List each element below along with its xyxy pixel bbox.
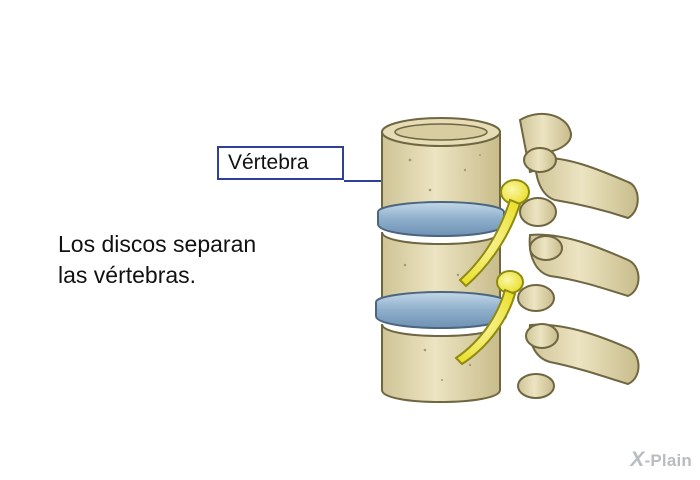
xplain-logo: X-Plain: [630, 448, 692, 472]
caption-line-1: Los discos separan: [58, 231, 257, 257]
caption-text: Los discos separan las vértebras.: [58, 229, 318, 291]
spine-illustration: [375, 112, 640, 404]
logo-text: -Plain: [644, 451, 692, 470]
facet-joints: [517, 147, 563, 399]
disc-top: [377, 200, 505, 238]
disc-bottom: [375, 290, 507, 330]
vertebra-bottom: [381, 323, 501, 404]
bone-texture: [403, 154, 481, 381]
vertebra-top: [381, 117, 501, 226]
vertebra-label: Vértebra: [217, 146, 344, 180]
vertebra-label-text: Vértebra: [228, 151, 309, 174]
caption-line-2: las vértebras.: [58, 262, 197, 288]
spinal-nerves: [454, 179, 530, 366]
logo-mark: X: [630, 448, 645, 471]
